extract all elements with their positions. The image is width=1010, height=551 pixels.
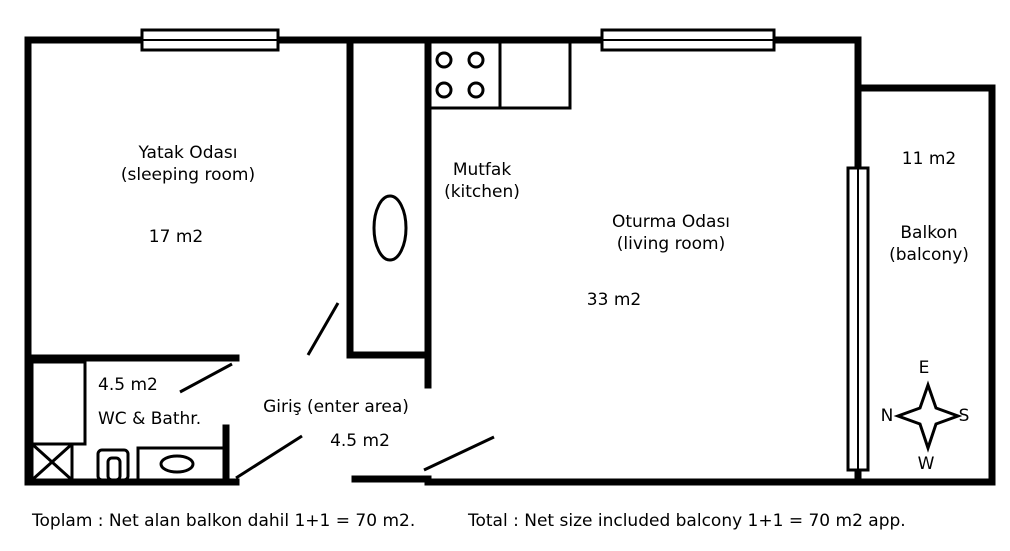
counter-cabinet: [498, 38, 572, 110]
entry-door-right: [423, 435, 495, 472]
shower: [30, 360, 87, 446]
compass-s: S: [959, 406, 970, 426]
living-name: Oturma Odası: [612, 212, 730, 232]
stove: [426, 38, 502, 110]
living-area: 33 m2: [587, 290, 641, 310]
shower-tray: [30, 442, 74, 482]
bath-area: 4.5 m2: [98, 375, 158, 395]
entry-door-left: [235, 434, 303, 480]
stove-burner-2: [467, 51, 485, 69]
stove-burner-4: [467, 81, 485, 99]
stove-burner-1: [435, 51, 453, 69]
entry-area: 4.5 m2: [330, 431, 390, 451]
bath-counter: [136, 446, 226, 482]
toilet: [96, 448, 130, 482]
compass-star-icon: [893, 380, 963, 453]
bedroom-name-en: (sleeping room): [121, 165, 255, 185]
compass-e: E: [919, 358, 930, 378]
compass-w: W: [918, 454, 935, 474]
stove-burner-3: [435, 81, 453, 99]
footer-right: Total : Net size included balcony 1+1 = …: [467, 511, 906, 531]
balcony-area: 11 m2: [902, 149, 956, 169]
compass-rose: E N S W: [881, 358, 970, 474]
compass-n: N: [881, 406, 894, 426]
bedroom-name: Yatak Odası: [138, 143, 238, 163]
wash-basin: [159, 454, 195, 474]
living-name-en: (living room): [617, 234, 725, 254]
balcony-name-en: (balcony): [889, 245, 969, 265]
toilet-seat: [106, 456, 122, 482]
bath-door: [179, 362, 233, 394]
kitchen-name-en: (kitchen): [444, 182, 520, 202]
shower-tray-x2: [30, 442, 74, 482]
kitchen-name: Mutfak: [453, 160, 512, 180]
balcony-name: Balkon: [900, 223, 957, 243]
bedroom-area: 17 m2: [149, 227, 203, 247]
entry-name: Giriş (enter area): [263, 397, 409, 417]
footer-left: Toplam : Net alan balkon dahil 1+1 = 70 …: [31, 511, 415, 531]
bath-name: WC & Bathr.: [98, 409, 201, 429]
kitchen-sink: [372, 194, 408, 262]
bedroom-door: [306, 302, 340, 356]
